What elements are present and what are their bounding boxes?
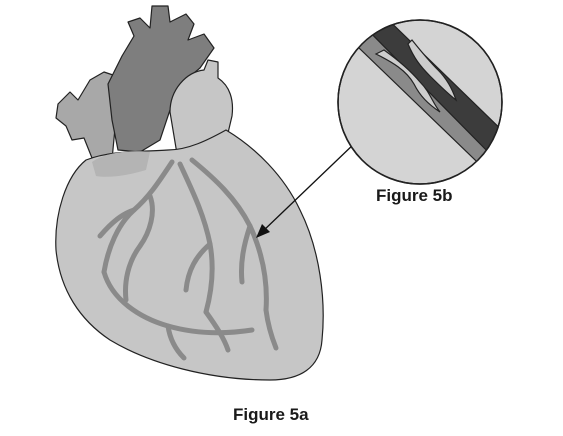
plaque-deposit: [374, 49, 441, 113]
plaque-deposit-upper: [407, 39, 458, 102]
artery-lumen: [350, 20, 502, 161]
artery-inset: [337, 19, 503, 185]
figure-5b-caption: Figure 5b: [376, 186, 453, 205]
heart-illustration: [55, 5, 324, 381]
aorta: [107, 5, 215, 153]
figure-5a-caption: Figure 5a: [233, 405, 309, 424]
coronary-arteries: [97, 157, 279, 361]
heart-body: [55, 129, 324, 381]
left-atrium: [92, 151, 150, 177]
pointer-arrow: [256, 141, 357, 238]
